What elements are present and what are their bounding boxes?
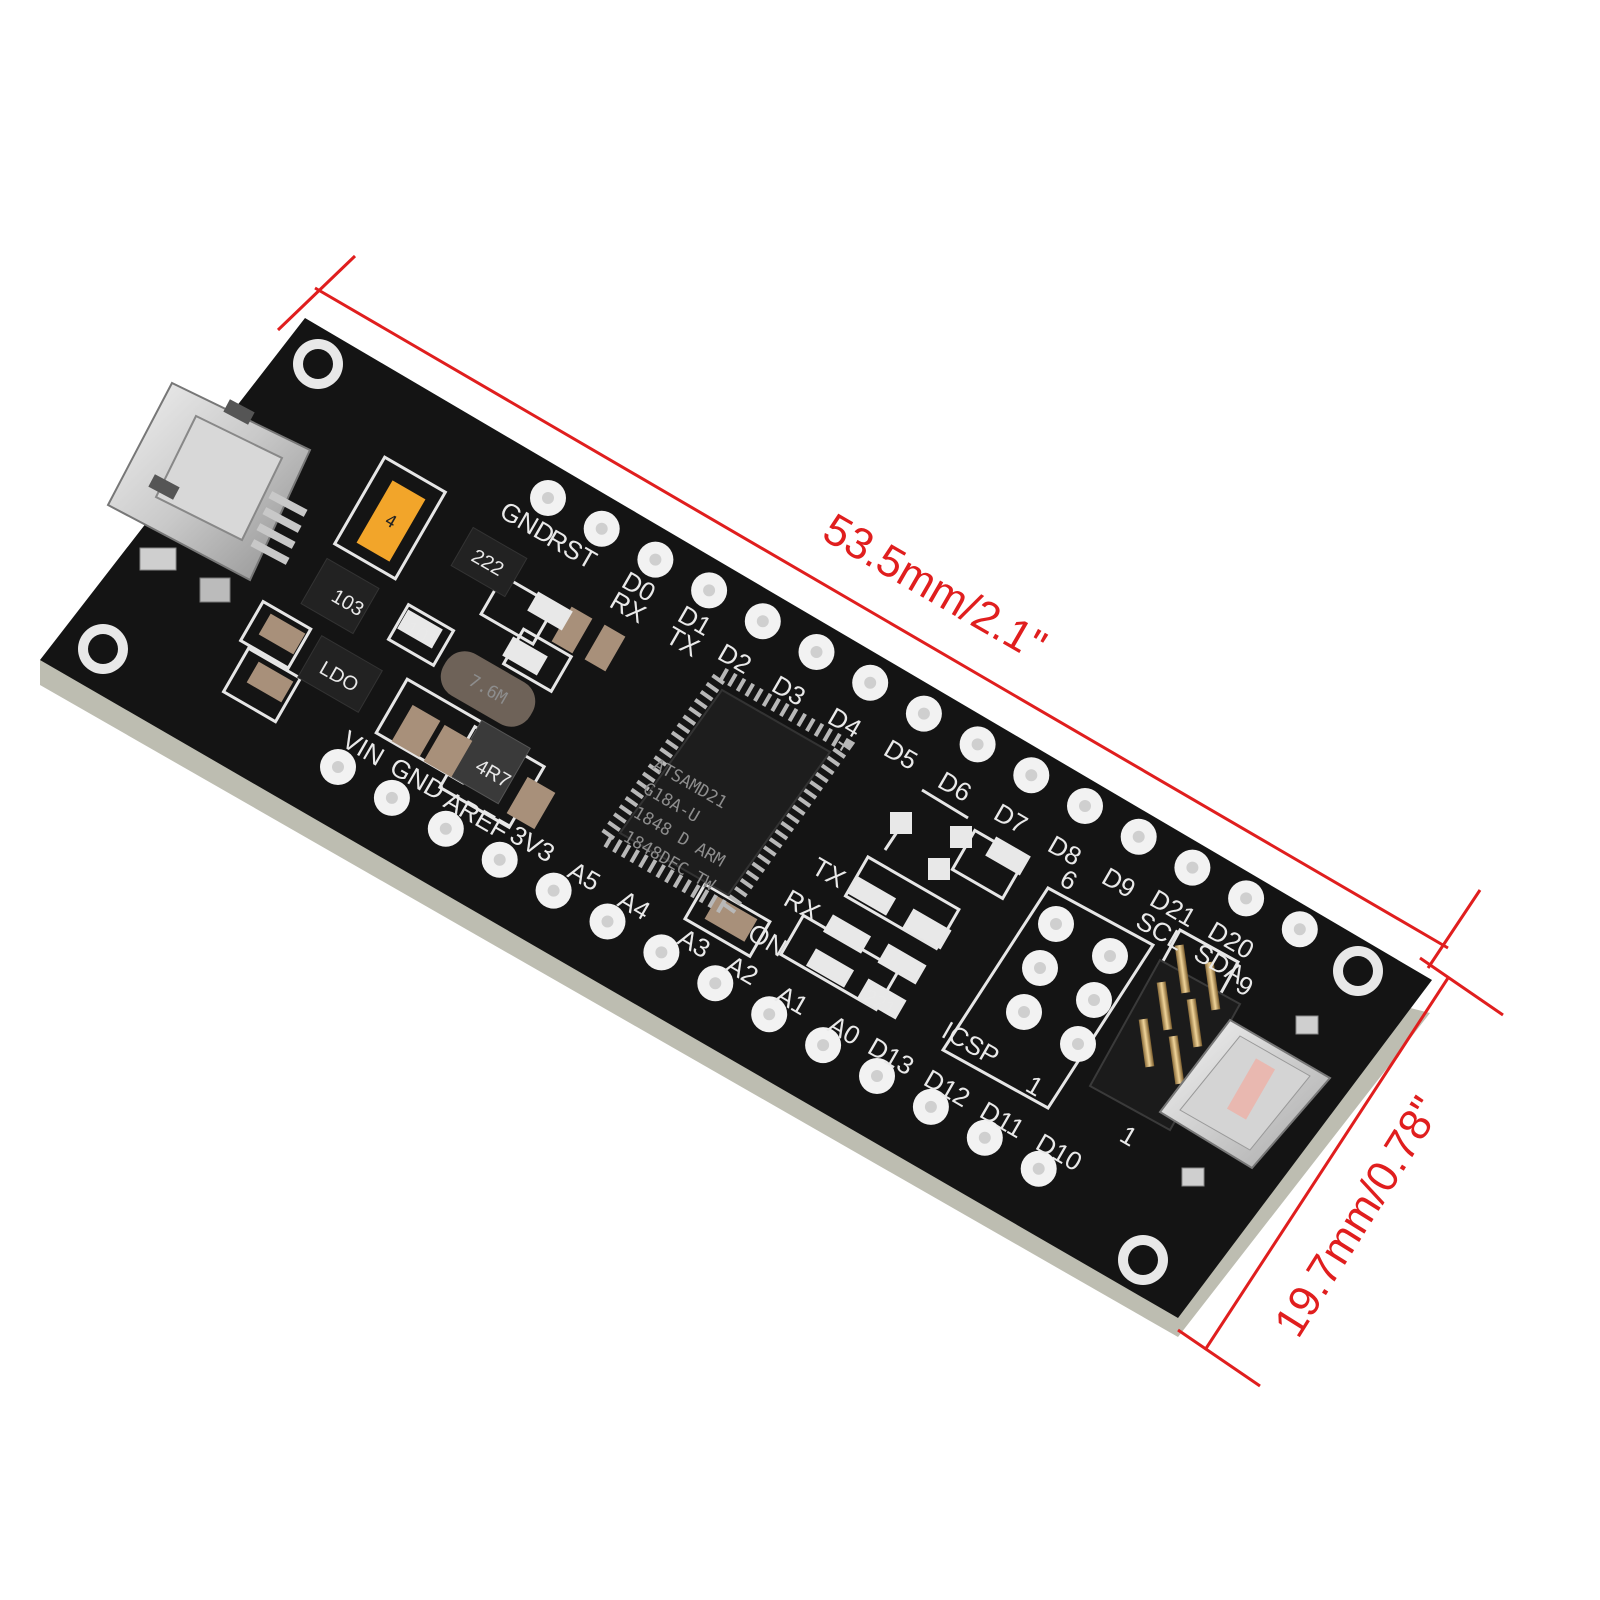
bottom-header-hole-drill: [655, 946, 668, 959]
top-header-hole-drill: [1240, 892, 1253, 905]
passive-components: [246, 591, 1031, 1020]
bottom-header-hole-drill: [817, 1039, 830, 1052]
top-header-hole-drill: [703, 584, 716, 597]
icsp-hole-drill: [1050, 918, 1062, 930]
bottom-header-hole-drill: [332, 761, 344, 773]
icsp-hole-drill: [1018, 1006, 1030, 1018]
top-header-hole-drill: [1293, 923, 1306, 936]
dimension-length: [276, 254, 1482, 969]
bottom-header-hole-drill: [763, 1008, 776, 1021]
bottom-header-hole-drill: [385, 791, 398, 804]
crystal-oscillator: 7.6M: [440, 651, 536, 727]
bottom-header-hole-drill: [924, 1100, 937, 1113]
top-header-hole-drill: [542, 492, 554, 504]
header-holes: [320, 480, 1318, 1187]
top-header-hole-drill: [864, 676, 877, 689]
mounting-holes: [78, 339, 1383, 1285]
top-header-hole-drill: [1186, 861, 1199, 874]
bottom-header-hole-drill: [871, 1070, 883, 1082]
bottom-header-hole-drill: [978, 1131, 991, 1144]
top-header-hole-drill: [595, 522, 608, 535]
bottom-header-hole-drill: [439, 822, 452, 835]
usb-connector: [106, 381, 312, 603]
top-header-hole-drill: [1132, 830, 1145, 843]
dimension-width: [1177, 956, 1504, 1388]
top-header-hole-drill: [971, 738, 984, 751]
bottom-header-hole-drill: [493, 853, 506, 866]
reset-button: [1158, 1015, 1332, 1187]
top-header-hole-drill: [756, 615, 769, 628]
icsp-hole-drill: [1072, 1038, 1084, 1050]
top-header-hole-drill: [649, 553, 662, 566]
bottom-header-hole-drill: [709, 977, 722, 990]
pin-header-male: [1088, 944, 1242, 1132]
bottom-header-hole-drill: [601, 915, 614, 928]
top-header-hole-drill: [1079, 800, 1091, 812]
icsp-hole-drill: [1088, 994, 1100, 1006]
mcu-chip: ATSAMD21 G18A-U 1848 D ARM 1848DEC TW: [594, 664, 856, 920]
bottom-header-hole-drill: [1032, 1162, 1045, 1175]
top-header-hole-drill: [810, 646, 823, 658]
top-header-hole-drill: [917, 707, 930, 720]
icsp-hole-drill: [1104, 950, 1116, 962]
top-header-hole-drill: [1025, 769, 1038, 782]
bottom-header-hole-drill: [547, 884, 560, 897]
icsp-hole-drill: [1034, 962, 1046, 974]
